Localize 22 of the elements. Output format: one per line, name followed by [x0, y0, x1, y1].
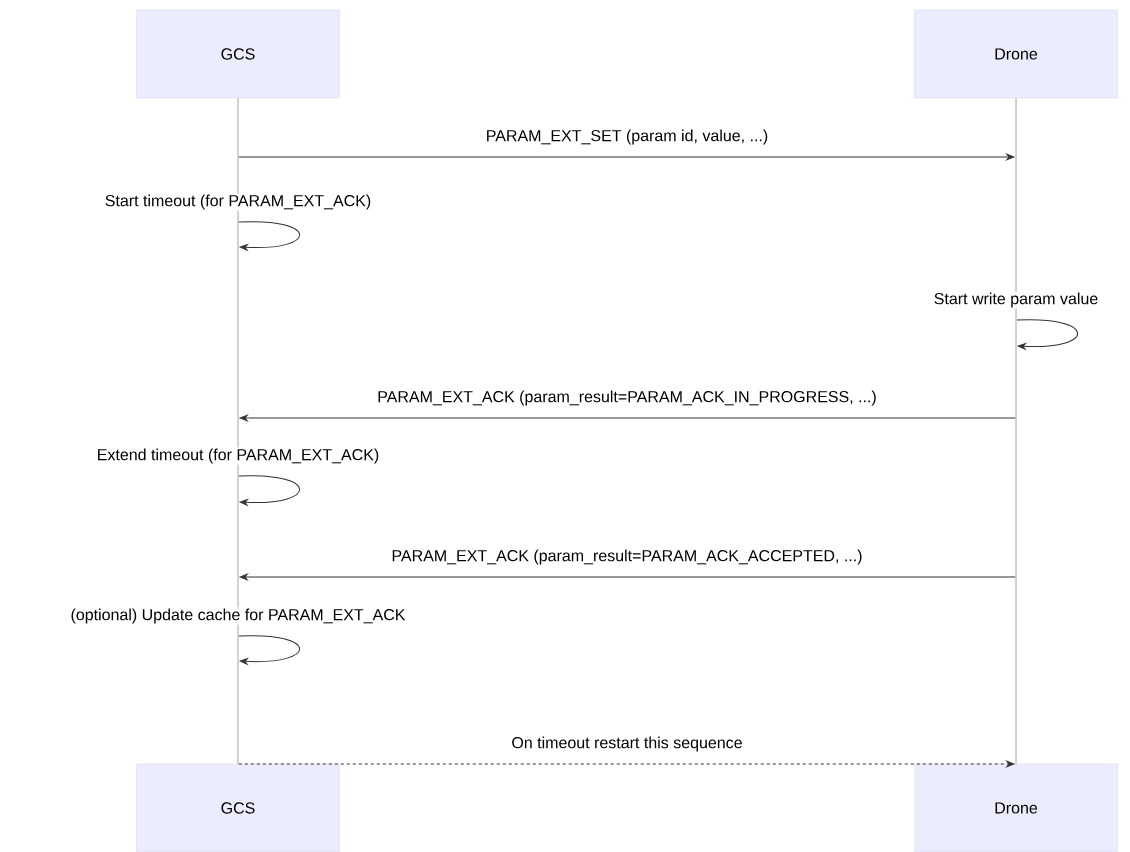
participant-box: GCS — [136, 9, 340, 99]
lifeline — [1015, 98, 1017, 764]
message-label: (optional) Update cache for PARAM_EXT_ACK — [69, 607, 407, 625]
participant-box: Drone — [914, 763, 1118, 852]
message-arrow — [239, 414, 1016, 422]
lifeline — [237, 98, 239, 764]
message-label: Extend timeout (for PARAM_EXT_ACK) — [95, 447, 381, 465]
message-label: On timeout restart this sequence — [510, 735, 744, 753]
message-label: Start write param value — [932, 291, 1100, 309]
message-label: Start timeout (for PARAM_EXT_ACK) — [103, 193, 373, 211]
message-arrow — [238, 153, 1015, 161]
message-arrow — [239, 573, 1016, 581]
self-message-arrow — [238, 635, 301, 665]
message-label: PARAM_EXT_ACK (param_result=PARAM_ACK_ACCEPTED, ...) — [390, 548, 864, 566]
message-arrow — [238, 760, 1015, 768]
participant-box: Drone — [914, 9, 1118, 99]
message-label: PARAM_EXT_ACK (param_result=PARAM_ACK_IN_PROGRESS, ...) — [376, 389, 878, 407]
message-label: PARAM_EXT_SET (param id, value, ...) — [484, 128, 770, 146]
self-message-arrow — [1016, 319, 1079, 350]
self-message-arrow — [238, 221, 301, 251]
participant-box: GCS — [136, 763, 340, 852]
self-message-arrow — [238, 475, 301, 506]
